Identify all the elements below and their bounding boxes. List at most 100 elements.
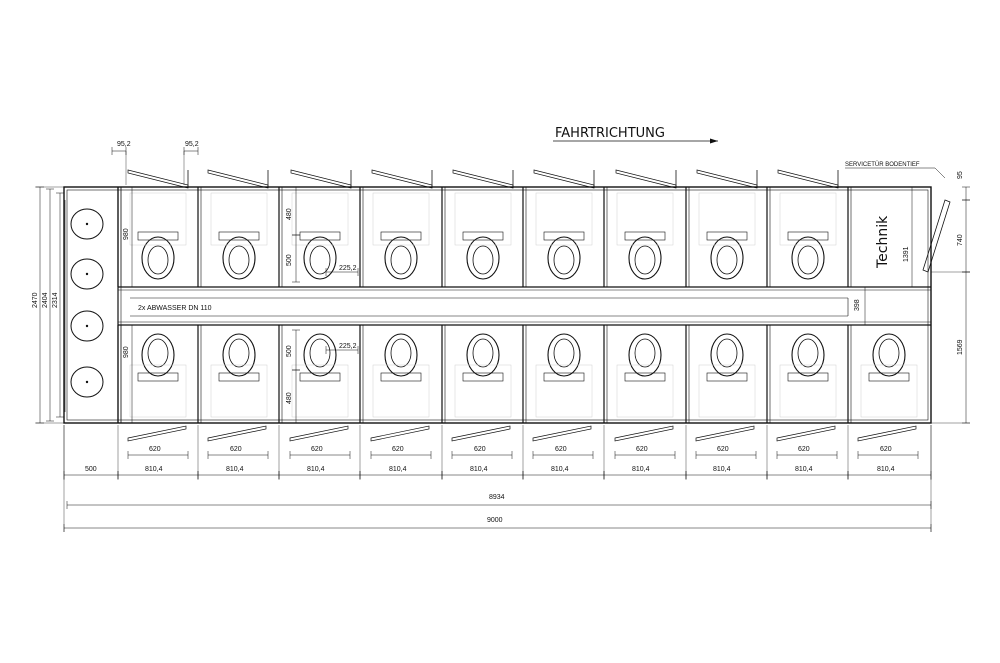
toilet-bowl [372, 333, 430, 418]
floor-tile [860, 364, 918, 418]
toilet-bowl [454, 192, 512, 280]
toilet-bowl-outer [791, 236, 825, 280]
dim-cabin-pitch: 810,4 [307, 466, 325, 473]
outer-wall [63, 186, 932, 424]
sink-drain [85, 324, 89, 328]
dim-bowl-height-top: 500 [286, 254, 293, 266]
dim-cabin-pitch: 810,4 [795, 466, 813, 473]
dim-length-total: 9000 [487, 517, 503, 524]
toilet-bowl-inner [390, 338, 412, 368]
floor-tile [535, 364, 593, 418]
toilet-bowl-outer [303, 333, 337, 377]
wall-layer [63, 169, 951, 442]
sink-basin [70, 366, 104, 398]
sink-drain [85, 380, 89, 384]
floor-tile [779, 192, 837, 246]
toilet-bowl-outer [628, 236, 662, 280]
sink-drain [85, 272, 89, 276]
door-leaf-bottom [289, 425, 349, 442]
cabin-pitch-labels: 500 810,4 810,4 810,4 810,4 810,4 810,4 … [85, 466, 895, 473]
dim-door-width: 620 [311, 446, 323, 453]
dim-hinge-left-1: 95,2 [117, 141, 131, 148]
floor-tile [291, 192, 349, 246]
toilet-bowl-outer [872, 333, 906, 377]
toilet-bowl-inner [634, 338, 656, 368]
toilet-bowl [210, 333, 268, 418]
dim-bowl-side-top: 225,2 [339, 265, 357, 272]
toilet-tank [218, 372, 260, 382]
dim-height-inner2: 2314 [52, 292, 59, 308]
toilet-bowl-inner [147, 245, 169, 275]
dim-door-width: 620 [230, 446, 242, 453]
dim-bowl-offset-top: 480 [286, 208, 293, 220]
direction-arrowhead [710, 138, 718, 144]
toilet-tank [380, 372, 422, 382]
toilet-bowl [535, 192, 593, 280]
floor-tile [779, 364, 837, 418]
floor-tile [454, 364, 512, 418]
dim-height-total: 2470 [32, 292, 39, 308]
toilet-bowl-outer [547, 333, 581, 377]
dim-door-width: 620 [555, 446, 567, 453]
toilet-bowl [210, 192, 268, 280]
toilet-bowl-outer [222, 236, 256, 280]
door-leaf-bottom [614, 425, 674, 442]
toilet-bowl-inner [309, 338, 331, 368]
toilet-tank [462, 231, 504, 241]
toilet-bowl-outer [466, 333, 500, 377]
door-leaf-bottom [532, 425, 592, 442]
toilet-bowl-inner [634, 245, 656, 275]
dim-length-inner: 8934 [489, 494, 505, 501]
dim-right-lower: 1569 [957, 339, 964, 355]
toilet-tank [706, 231, 748, 241]
toilet-bowl-inner [472, 245, 494, 275]
toilet-tank [137, 231, 179, 241]
floor-tile [129, 364, 187, 418]
floor-tile [291, 364, 349, 418]
toilet-bowl-inner [716, 338, 738, 368]
sink-basin [70, 310, 104, 342]
toilet-bowl-outer [303, 236, 337, 280]
sink-drain [85, 222, 89, 226]
floor-tile [616, 364, 674, 418]
toilet-bowl-inner [878, 338, 900, 368]
dim-door-width: 620 [392, 446, 404, 453]
toilet-bowl [129, 333, 187, 418]
floor-tile [698, 192, 756, 246]
outer-wall-inner [66, 189, 929, 421]
dim-door-width: 620 [149, 446, 161, 453]
dim-cabin-pitch: 810,4 [226, 466, 244, 473]
dim-corridor: 398 [854, 299, 861, 311]
floor-tile [698, 364, 756, 418]
toilet-tank [787, 231, 829, 241]
dim-cabin-pitch: 810,4 [713, 466, 731, 473]
toilet-bowl-inner [553, 245, 575, 275]
toilet-bowl-inner [553, 338, 575, 368]
dim-cabin-lower-depth: 980 [123, 346, 130, 358]
door-leaf-bottom [857, 425, 917, 442]
toilet-tank [624, 372, 666, 382]
toilet-tank [624, 231, 666, 241]
dim-bowl-height-bottom: 500 [286, 345, 293, 357]
toilet-tank [543, 372, 585, 382]
dim-cabin-pitch: 810,4 [145, 466, 163, 473]
service-door-label: SERVICETÜR BODENTIEF [845, 161, 920, 168]
door-leaf-bottom [127, 425, 187, 442]
toilet-bowl-outer [384, 236, 418, 280]
toilet-bowl-outer [466, 236, 500, 280]
door-leaf-top [290, 169, 352, 189]
toilet-bowl [779, 333, 837, 418]
toilet-bowl-outer [710, 236, 744, 280]
toilet-tank [299, 231, 341, 241]
service-door-leader-2 [934, 167, 946, 179]
drain-label: 2x ABWASSER DN 110 [138, 305, 212, 312]
toilet-bowl [535, 333, 593, 418]
sink-basin [70, 258, 104, 290]
door-width-labels: 620 620 620 620 620 620 620 620 620 620 [149, 446, 892, 453]
direction-label: FAHRTRICHTUNG [555, 126, 665, 141]
toilet-bowl-outer [141, 236, 175, 280]
toilet-bowl [860, 333, 918, 418]
sink-basin [70, 208, 104, 240]
